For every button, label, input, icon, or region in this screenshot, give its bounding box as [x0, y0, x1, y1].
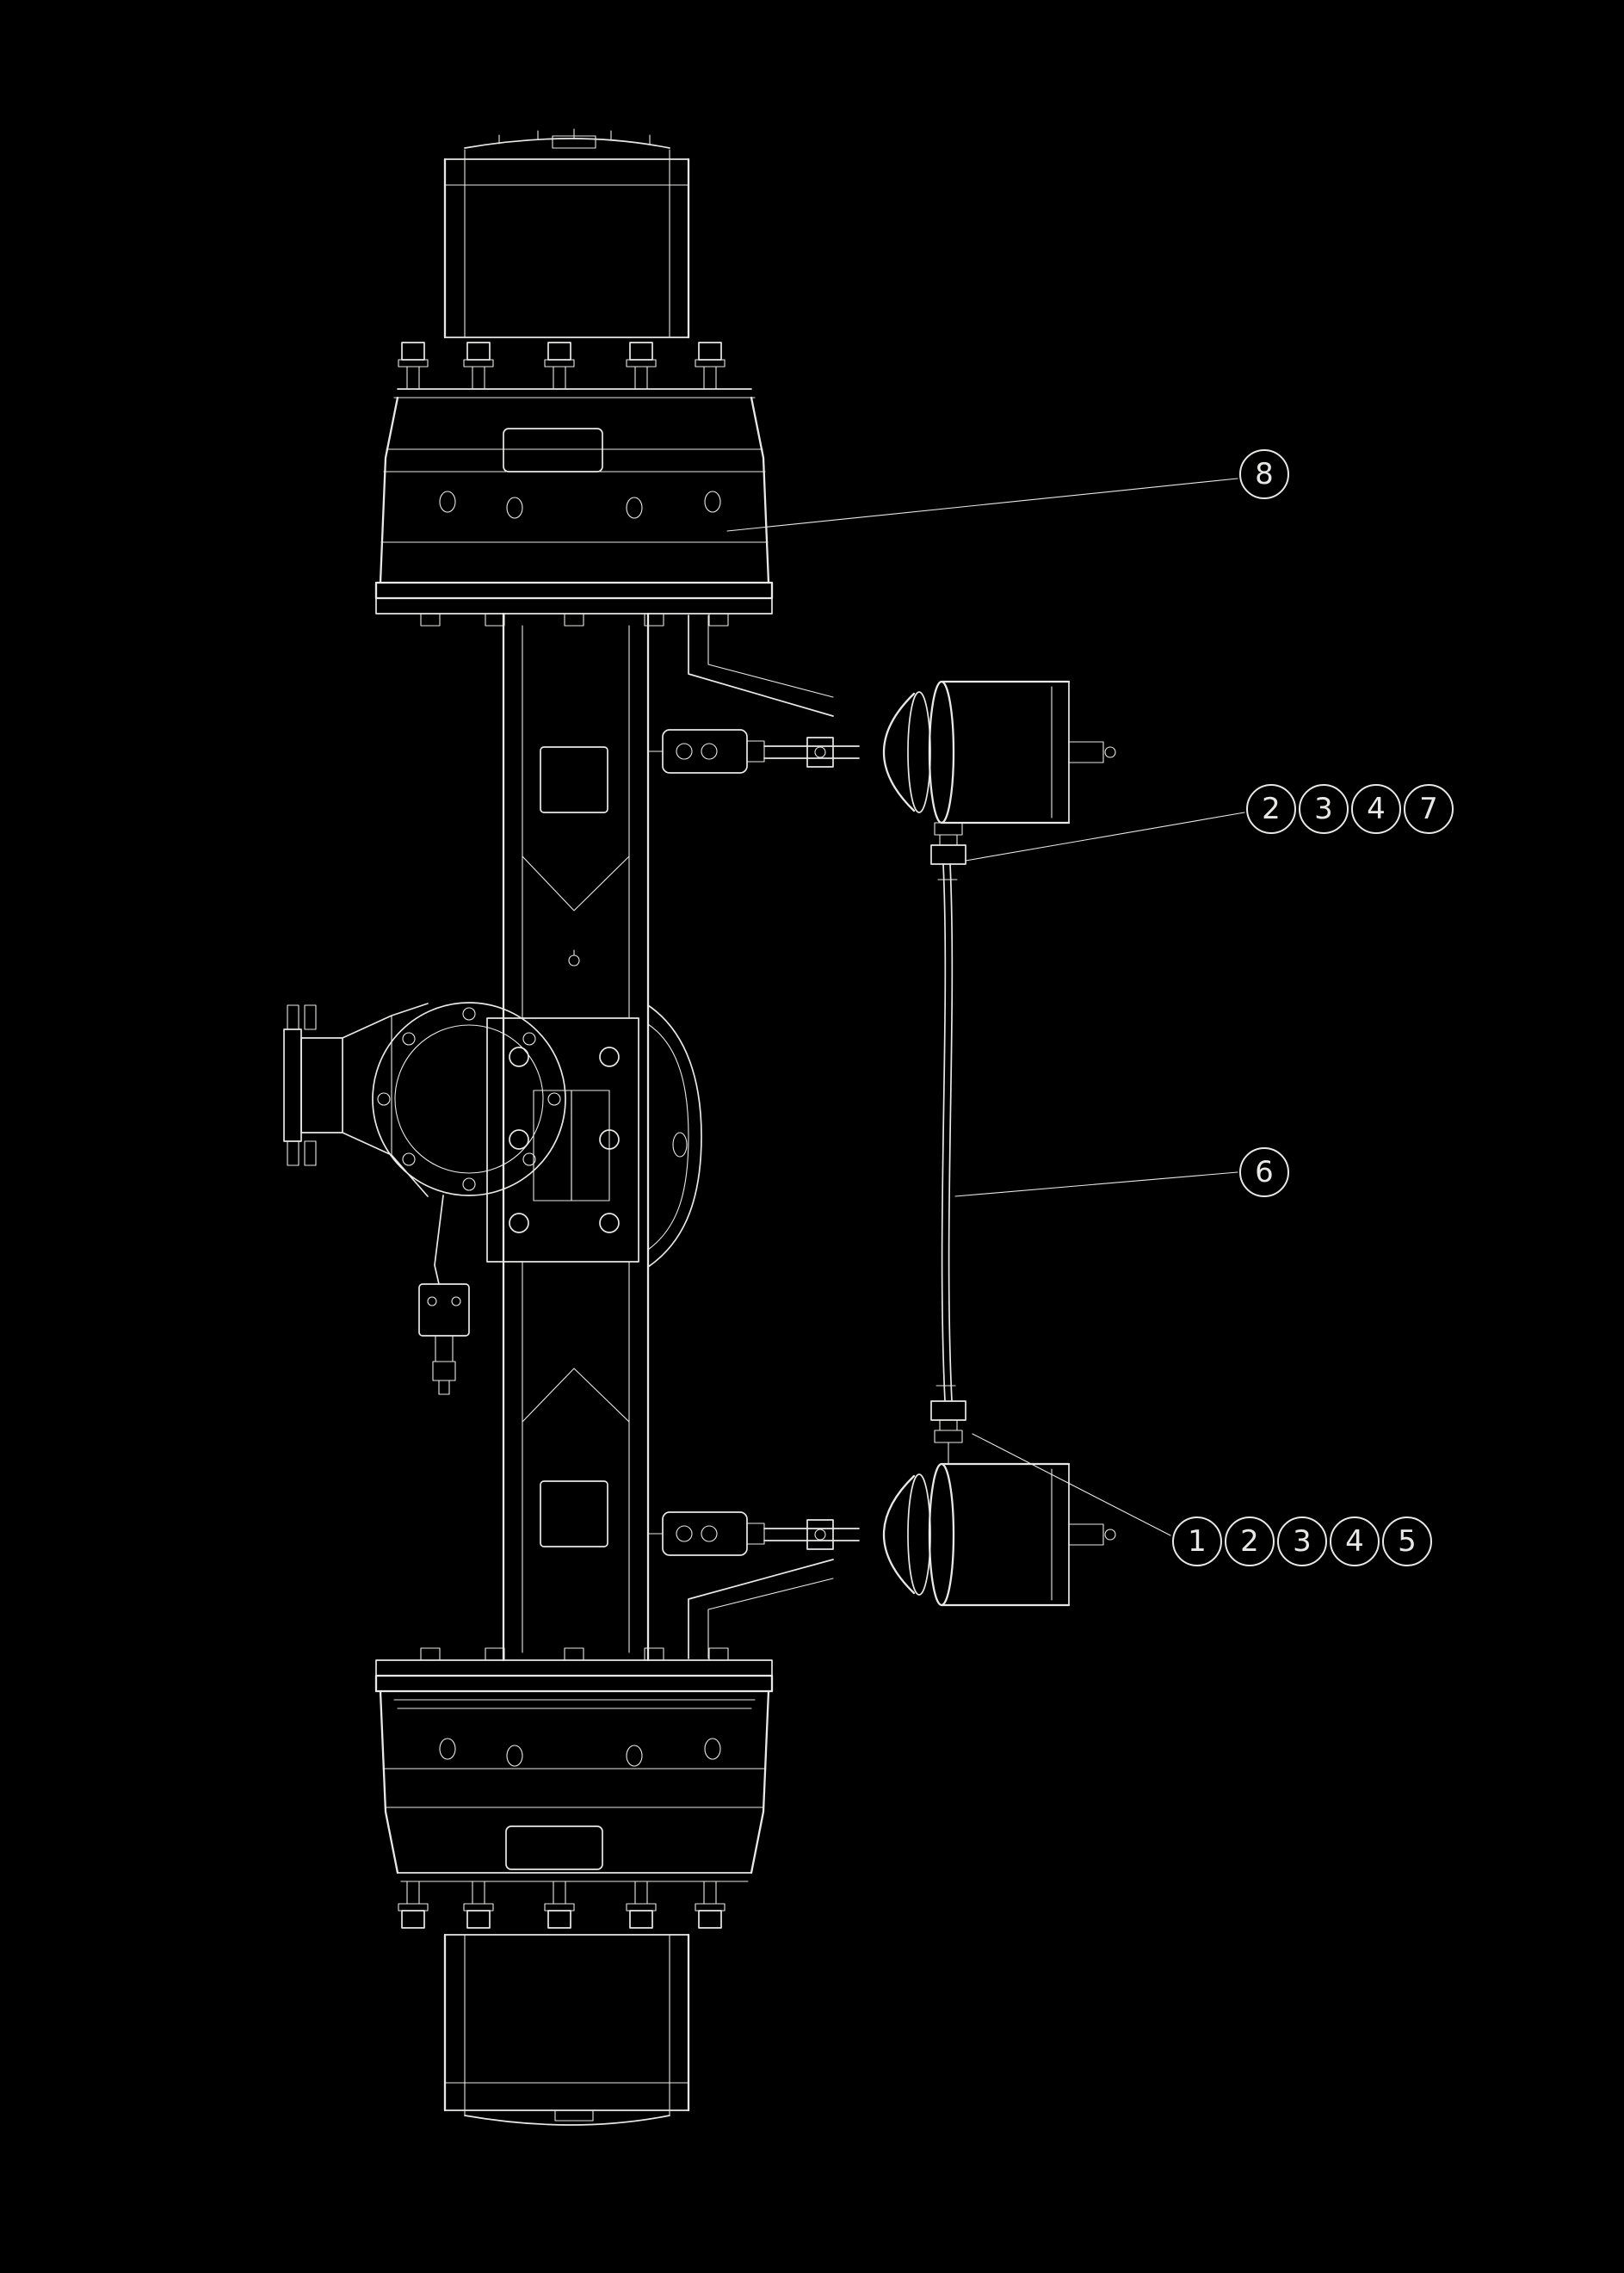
top-wheel-studs	[398, 342, 726, 390]
callout-6: 6	[1239, 1147, 1289, 1197]
stud	[544, 342, 575, 390]
bottom-brake-drum	[379, 1689, 770, 1882]
callout-1: 1	[1172, 1516, 1222, 1566]
callout-3-label: 3	[1314, 792, 1333, 826]
callout-6-label: 6	[1255, 1155, 1274, 1189]
callout-3: 3	[1299, 784, 1349, 834]
callout-8: 8	[1239, 449, 1289, 499]
stud	[695, 1881, 726, 1929]
brake-hose	[935, 863, 958, 1402]
callout-7-label: 7	[1419, 792, 1438, 826]
callout-1-label: 1	[1188, 1524, 1207, 1559]
bottom-mounting-flange	[374, 1647, 774, 1693]
stud	[544, 1881, 575, 1929]
stud	[463, 1881, 494, 1929]
differential-carrier	[283, 1002, 566, 1395]
bottom-wheel-hub	[443, 1933, 690, 2126]
callout-5: 5	[1382, 1516, 1432, 1566]
stud	[626, 1881, 657, 1929]
callout-7: 7	[1404, 784, 1454, 834]
stud	[695, 342, 726, 390]
stud	[398, 1881, 429, 1929]
lower-brake-chamber	[647, 1462, 1116, 1659]
hose-lower-fitting	[930, 1400, 966, 1465]
callout-5-label: 5	[1398, 1524, 1417, 1559]
callout-4b-label: 4	[1345, 1524, 1364, 1559]
callout-2-label: 2	[1262, 792, 1281, 826]
callout-4: 4	[1351, 784, 1401, 834]
top-mounting-flange	[374, 581, 774, 627]
axle-housing	[486, 612, 702, 1662]
callout-2b-label: 2	[1240, 1524, 1259, 1559]
callout-3b: 3	[1277, 1516, 1327, 1566]
upper-brake-chamber	[647, 615, 1116, 825]
callout-2b: 2	[1225, 1516, 1275, 1566]
callout-2: 2	[1246, 784, 1296, 834]
leader-lines	[726, 478, 1245, 1536]
hose-upper-fitting	[930, 822, 966, 865]
callout-3b-label: 3	[1293, 1524, 1312, 1559]
top-brake-drum	[379, 388, 770, 584]
callout-8-label: 8	[1255, 457, 1274, 491]
top-wheel-hub	[443, 128, 690, 339]
stud	[626, 342, 657, 390]
stud	[398, 342, 429, 390]
stud	[463, 342, 494, 390]
callout-4-label: 4	[1367, 792, 1386, 826]
bottom-wheel-studs	[398, 1881, 726, 1929]
callout-4b: 4	[1330, 1516, 1380, 1566]
